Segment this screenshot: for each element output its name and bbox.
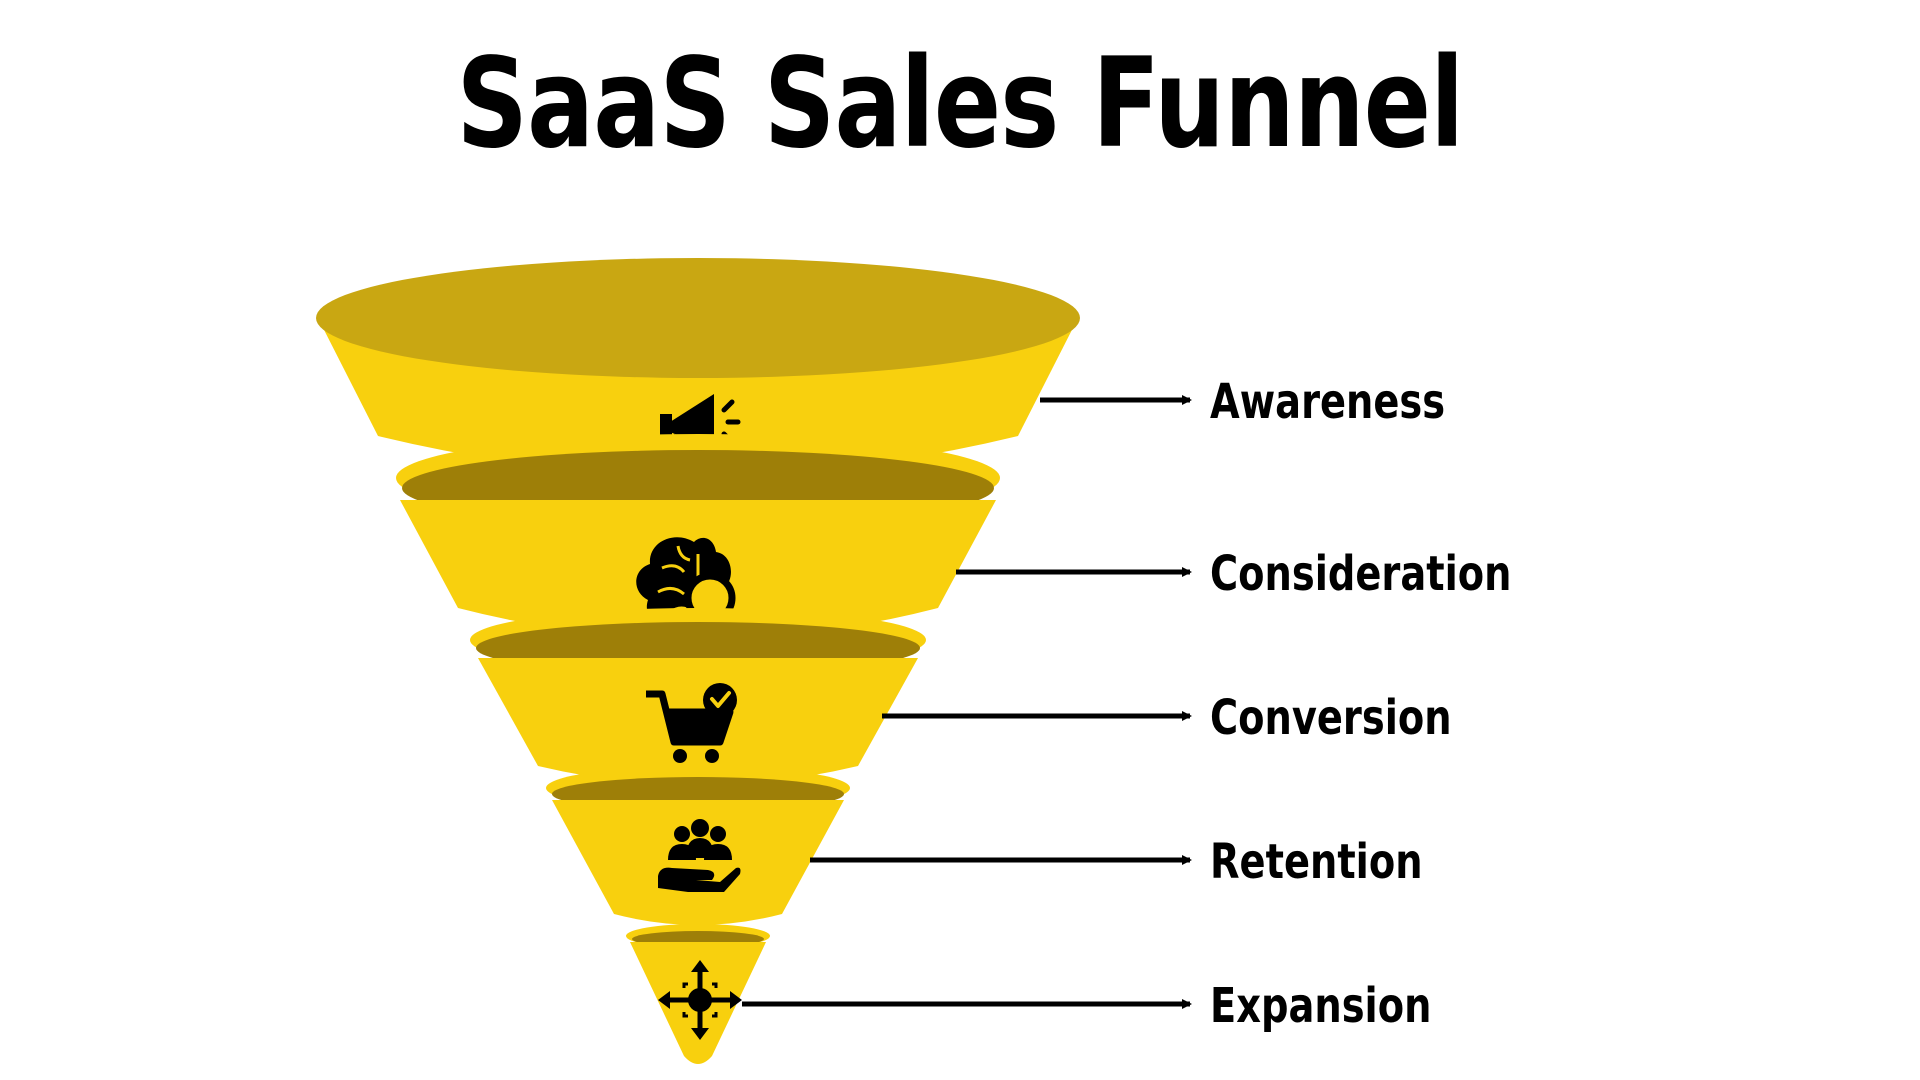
stage-connectors [742,395,1192,1009]
stage-label-consideration: Consideration [1210,547,1511,602]
people-hand-icon [658,819,741,892]
stage-label-expansion: Expansion [1210,979,1431,1034]
cart-check-icon [646,683,737,763]
funnel-segment-retention [552,800,844,925]
stage-label-awareness: Awareness [1210,375,1445,430]
page-title: SaaS Sales Funnel [456,32,1465,176]
funnel-stage-awareness [316,258,1080,475]
expand-arrows-icon [658,960,742,1040]
stage-labels: Awareness Consideration Conversion Reten… [1210,375,1511,1034]
funnel-top-rim [316,258,1080,378]
funnel-stage-consideration [396,434,1000,639]
stage-label-conversion: Conversion [1210,691,1452,746]
funnel-stage-expansion [626,924,770,1064]
stage-label-retention: Retention [1210,835,1423,890]
funnel-stage-conversion [470,608,926,785]
funnel-stage-retention [546,766,850,925]
